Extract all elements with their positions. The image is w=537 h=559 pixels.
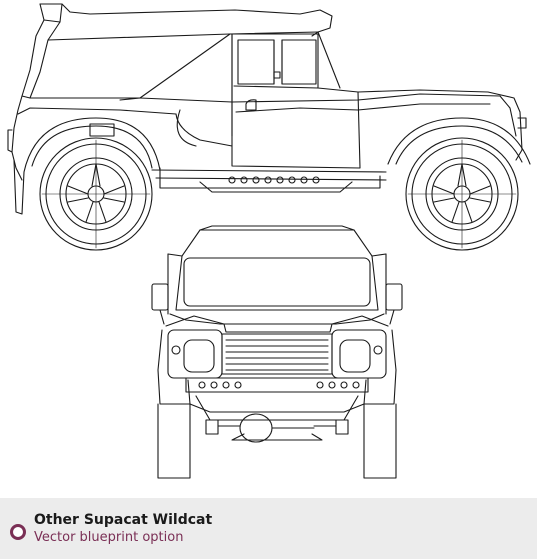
vehicle-title[interactable]: Other Supacat Wildcat [34,512,213,528]
caption-bar [0,498,537,559]
side-view [7,3,531,251]
vehicle-blueprint [7,3,531,479]
front-view [151,225,403,479]
radio-icon[interactable] [10,524,26,540]
vehicle-subtitle[interactable]: Vector blueprint option [34,530,184,545]
